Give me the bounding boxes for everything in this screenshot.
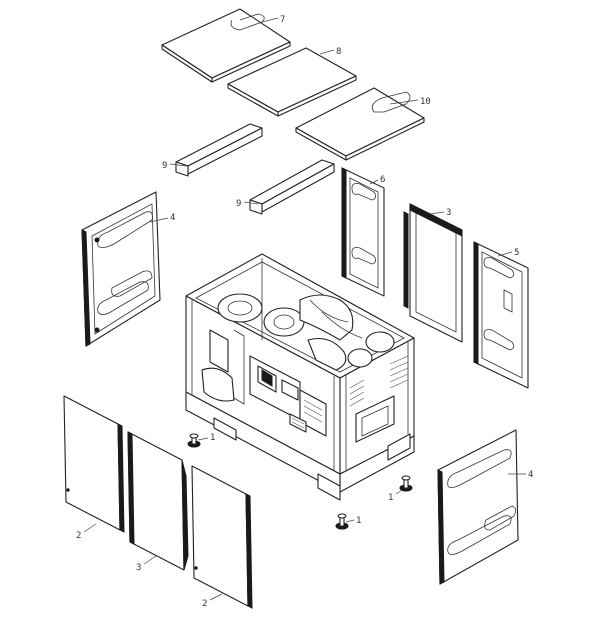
- front-panel-3-lower: [127, 431, 189, 571]
- callout-5: 5: [514, 248, 519, 258]
- mount-1-left: [187, 433, 201, 448]
- mount-1-center: [335, 513, 349, 530]
- side-door-4-left: [81, 191, 161, 347]
- callouts: 7 8 10 9 9 6 4 3 5 1 1 1 4 2 3 2: [76, 15, 533, 609]
- generator-frame: [185, 253, 415, 501]
- callout-4-upper: 4: [170, 213, 175, 223]
- leader-lines: [83, 17, 526, 601]
- mount-1-right: [399, 475, 413, 492]
- roof-beam-9-left: [175, 123, 263, 177]
- vent-holes: [349, 355, 409, 407]
- callout-1-right: 1: [388, 493, 393, 503]
- callout-9-right: 9: [236, 199, 241, 209]
- side-door-4-right: [437, 429, 519, 585]
- roof-panel-7: [161, 8, 291, 83]
- callout-2-right: 2: [202, 599, 207, 609]
- callout-3-upper: 3: [446, 208, 451, 218]
- roof-beam-9-right: [249, 159, 335, 215]
- callout-1-center: 1: [356, 516, 361, 526]
- callout-4-lower: 4: [528, 470, 533, 480]
- callout-6: 6: [380, 175, 385, 185]
- side-door-3-right: [403, 203, 463, 343]
- front-panel-2-right: [191, 465, 253, 609]
- callout-3-lower: 3: [136, 563, 141, 573]
- roof-panel-10: [295, 87, 425, 161]
- callout-9-left: 9: [162, 161, 167, 171]
- side-door-6: [341, 167, 385, 297]
- side-door-5: [473, 241, 529, 389]
- engine-assembly: [201, 293, 395, 443]
- callout-8: 8: [336, 47, 341, 57]
- callout-10: 10: [420, 97, 431, 107]
- callout-2-left: 2: [76, 531, 81, 541]
- callout-1-left: 1: [210, 433, 215, 443]
- roof-panel-8: [227, 47, 357, 117]
- front-panel-2-left: [63, 395, 125, 533]
- callout-7: 7: [280, 15, 285, 25]
